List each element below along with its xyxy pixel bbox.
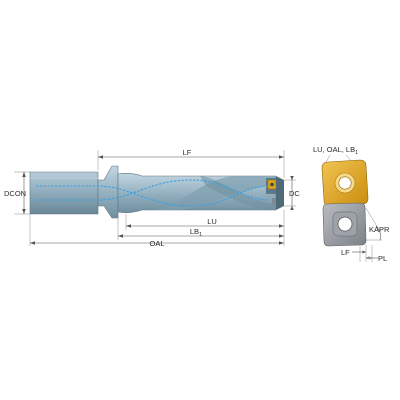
dimensions: LF DCON DC LU LB1 OAL [4, 148, 300, 248]
insert-views: LU, OAL, LB1 KAPR LF PL [313, 145, 390, 263]
tip-screw [270, 182, 274, 187]
drill-flute [150, 176, 276, 210]
grey-insert-hole [337, 216, 353, 232]
oal-label: OAL [149, 239, 164, 248]
pl-label: PL [378, 254, 387, 263]
drill-tool [29, 165, 284, 219]
drill-shank [29, 171, 99, 215]
kapr-label: KAPR [369, 225, 390, 234]
lb1-label: LB1 [190, 227, 202, 238]
dcon-label: DCON [4, 189, 26, 198]
tip-lower-insert [272, 198, 277, 205]
insert-lf-label: LF [341, 248, 350, 257]
dc-label: DC [289, 189, 300, 198]
lu-label: LU [207, 217, 217, 226]
gold-insert-hole [338, 176, 352, 190]
lf-label: LF [183, 148, 192, 157]
insert-top-label: LU, OAL, LB1 [313, 145, 358, 156]
coolant-channel-lower [36, 179, 271, 201]
kapr-arc [375, 225, 381, 241]
drill-collar [97, 165, 119, 219]
drill-flute-2 [200, 176, 276, 210]
drill-tip-face [276, 176, 284, 210]
coolant-channel-upper [36, 185, 271, 207]
